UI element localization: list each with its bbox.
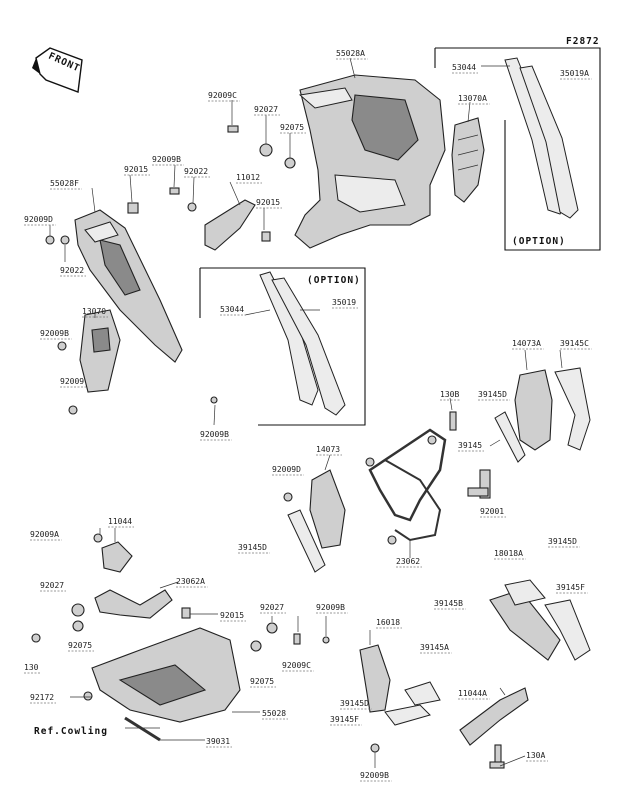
label-92009: 92009 xyxy=(60,377,84,386)
label-39145f-b: 39145F xyxy=(330,715,359,724)
label-92009c-b: 92009C xyxy=(282,661,311,670)
label-92075-b: 92075 xyxy=(68,641,92,650)
part-labels: 55028A 55028F 92009C 92027 92075 92009B … xyxy=(24,49,592,782)
label-92027-c: 92027 xyxy=(260,603,284,612)
label-92015-b: 92015 xyxy=(256,198,280,207)
label-53044-a: 53044 xyxy=(220,305,244,314)
frame-23062 xyxy=(365,428,447,545)
holder-14073a xyxy=(514,367,591,451)
label-11012: 11012 xyxy=(236,173,260,182)
fasteners-lower-left xyxy=(31,533,330,701)
label-13070: 13070 xyxy=(82,307,106,316)
label-39145d-b: 39145D xyxy=(238,543,267,552)
label-92075-a: 92075 xyxy=(280,123,304,132)
label-92015-c: 92015 xyxy=(220,611,244,620)
brackets-lower-right xyxy=(359,579,591,769)
label-35019: 35019 xyxy=(332,298,356,307)
label-39145f: 39145F xyxy=(556,583,585,592)
bracket-11012 xyxy=(204,199,256,251)
holder-14073 xyxy=(283,469,346,573)
label-55028f: 55028F xyxy=(50,179,79,188)
label-92009b-e: 92009B xyxy=(360,771,389,780)
side-cowl-55028f xyxy=(74,209,183,363)
label-39145c-a: 39145C xyxy=(560,339,589,348)
label-130a: 130A xyxy=(526,751,545,760)
label-92009c-a: 92009C xyxy=(208,91,237,100)
option-stay-upper xyxy=(504,57,579,219)
leader-lines xyxy=(49,57,563,768)
label-92027-b: 92027 xyxy=(40,581,64,590)
label-11044: 11044 xyxy=(108,517,132,526)
figure-id: F2872 xyxy=(566,36,600,47)
label-92027-a: 92027 xyxy=(254,105,278,114)
label-39145d-c: 39145D xyxy=(548,537,577,546)
option-label-upper: (OPTION) xyxy=(512,236,566,247)
label-92009b-c: 92009B xyxy=(200,430,229,439)
option-stay-middle xyxy=(259,271,346,416)
label-92009b-a: 92009B xyxy=(152,155,181,164)
label-92015-a: 92015 xyxy=(124,165,148,174)
label-39145: 39145 xyxy=(458,441,482,450)
label-35019a: 35019A xyxy=(560,69,589,78)
lower-cover-55028 xyxy=(91,627,241,723)
label-92075-c: 92075 xyxy=(250,677,274,686)
option-label-middle: (OPTION) xyxy=(307,275,361,286)
label-92022-b: 92022 xyxy=(60,266,84,275)
label-92172: 92172 xyxy=(30,693,54,702)
label-39031: 39031 xyxy=(206,737,230,746)
label-23062: 23062 xyxy=(396,557,420,566)
label-92001: 92001 xyxy=(480,507,504,516)
label-130b: 130B xyxy=(440,390,459,399)
option-box-upper: (OPTION) xyxy=(434,47,601,251)
label-18018a: 18018A xyxy=(494,549,523,558)
label-39145a: 39145A xyxy=(420,643,449,652)
bracket-13070 xyxy=(79,309,121,393)
label-53044-b: 53044 xyxy=(452,63,476,72)
label-92009d-b: 92009D xyxy=(272,465,301,474)
label-92009b-d: 92009B xyxy=(316,603,345,612)
front-arrow-icon: FRONT xyxy=(32,47,83,93)
label-55028a: 55028A xyxy=(336,49,365,58)
bracket-23062a xyxy=(94,589,173,619)
ref-cowling-note: Ref.Cowling xyxy=(34,726,108,737)
label-39145d-a: 39145D xyxy=(478,390,507,399)
label-92009d: 92009D xyxy=(24,215,53,224)
rod-39031 xyxy=(124,716,161,742)
bracket-13070a xyxy=(451,117,485,203)
label-14073a: 14073A xyxy=(512,339,541,348)
label-39145b: 39145B xyxy=(434,599,463,608)
label-92009b-b: 92009B xyxy=(40,329,69,338)
label-39145d-d: 39145D xyxy=(340,699,369,708)
label-16018: 16018 xyxy=(376,618,400,627)
label-55028: 55028 xyxy=(262,709,286,718)
label-92009a: 92009A xyxy=(30,530,59,539)
label-92022-a: 92022 xyxy=(184,167,208,176)
label-11044a: 11044A xyxy=(458,689,487,698)
rubber-11044 xyxy=(101,541,133,573)
option-box-middle: (OPTION) xyxy=(199,267,366,426)
label-23062a: 23062A xyxy=(176,577,205,586)
inner-cowl-panel-55028a xyxy=(294,74,446,249)
label-14073: 14073 xyxy=(316,445,340,454)
label-13070a: 13070A xyxy=(458,94,487,103)
bolts-mid-right xyxy=(449,411,526,499)
label-130: 130 xyxy=(24,663,39,672)
